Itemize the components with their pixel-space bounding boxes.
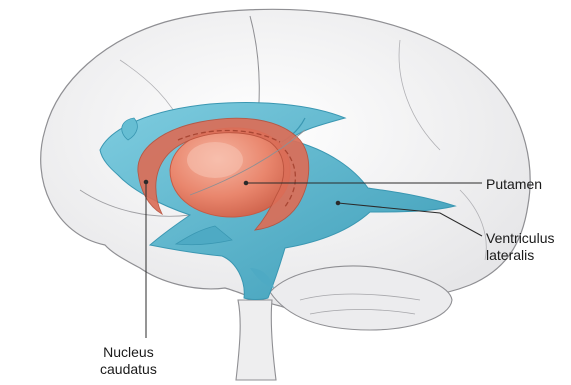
putamen-text: Putamen — [486, 176, 542, 193]
ventriculus-text-line2: lateralis — [486, 247, 554, 264]
label-nucleus-caudatus: Nucleus caudatus — [100, 344, 157, 378]
nucleus-text-line1: Nucleus — [100, 344, 157, 361]
ventriculus-text-line1: Ventriculus — [486, 230, 554, 247]
brainstem-outline — [236, 300, 276, 380]
label-ventriculus-lateralis: Ventriculus lateralis — [486, 230, 554, 264]
nucleus-text-line2: caudatus — [100, 361, 157, 378]
label-putamen: Putamen — [486, 176, 542, 193]
